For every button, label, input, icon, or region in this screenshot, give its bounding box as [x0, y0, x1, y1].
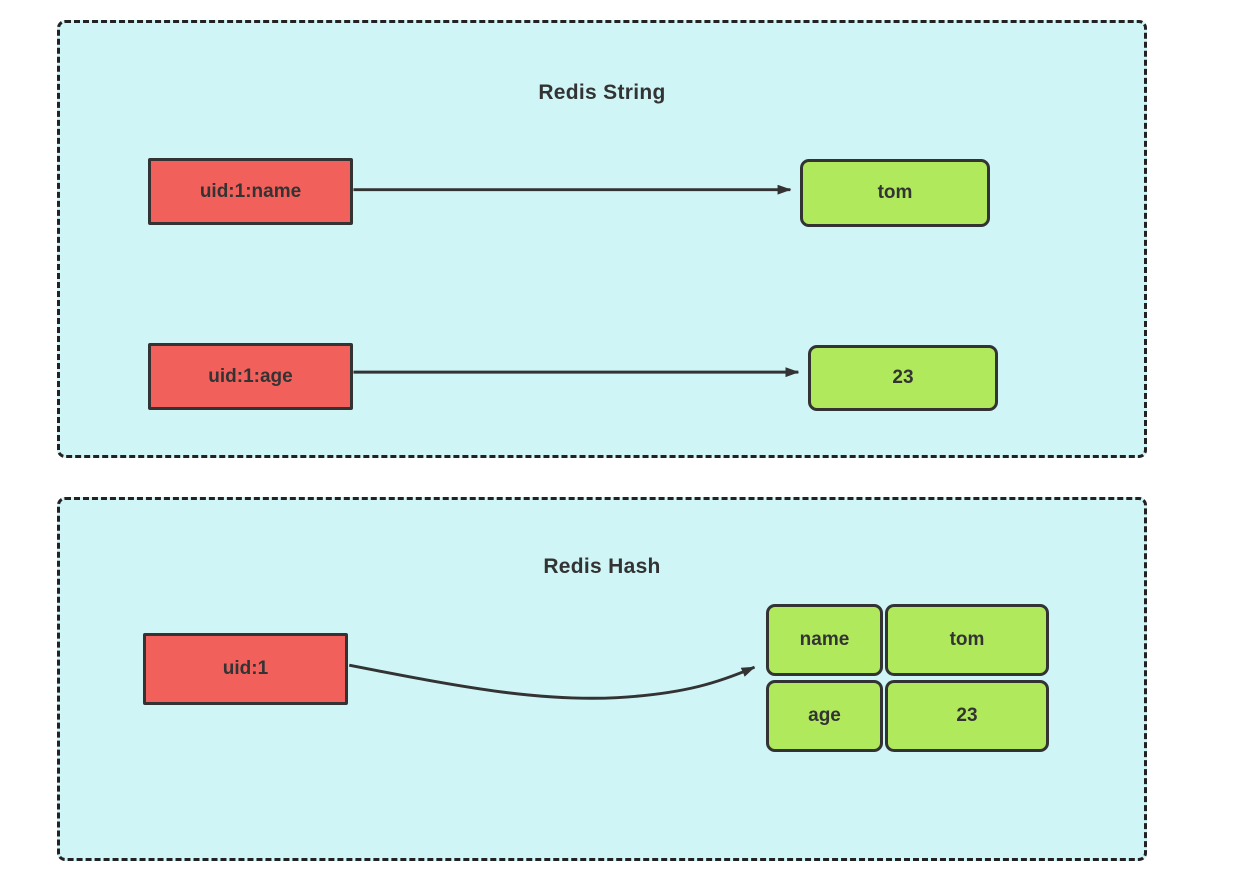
redis-string-container: Redis String uid:1:name tom uid:1:age 23	[57, 20, 1147, 458]
hash-value-23-cell: 23	[885, 680, 1049, 752]
redis-hash-title: Redis Hash	[543, 555, 661, 578]
redis-string-title: Redis String	[538, 81, 666, 104]
value-box-tom: tom	[800, 159, 990, 227]
key-box-uid-1-name: uid:1:name	[148, 158, 353, 225]
value-box-23: 23	[808, 345, 998, 411]
hash-field-age-cell: age	[766, 680, 883, 752]
redis-hash-container: Redis Hash uid:1 name tom age 23	[57, 497, 1147, 861]
arrow-uid1-to-hash	[348, 663, 756, 700]
key-box-uid-1: uid:1	[143, 633, 348, 705]
key-box-uid-1-age: uid:1:age	[148, 343, 353, 410]
hash-value-tom-cell: tom	[885, 604, 1049, 676]
hash-field-name-cell: name	[766, 604, 883, 676]
